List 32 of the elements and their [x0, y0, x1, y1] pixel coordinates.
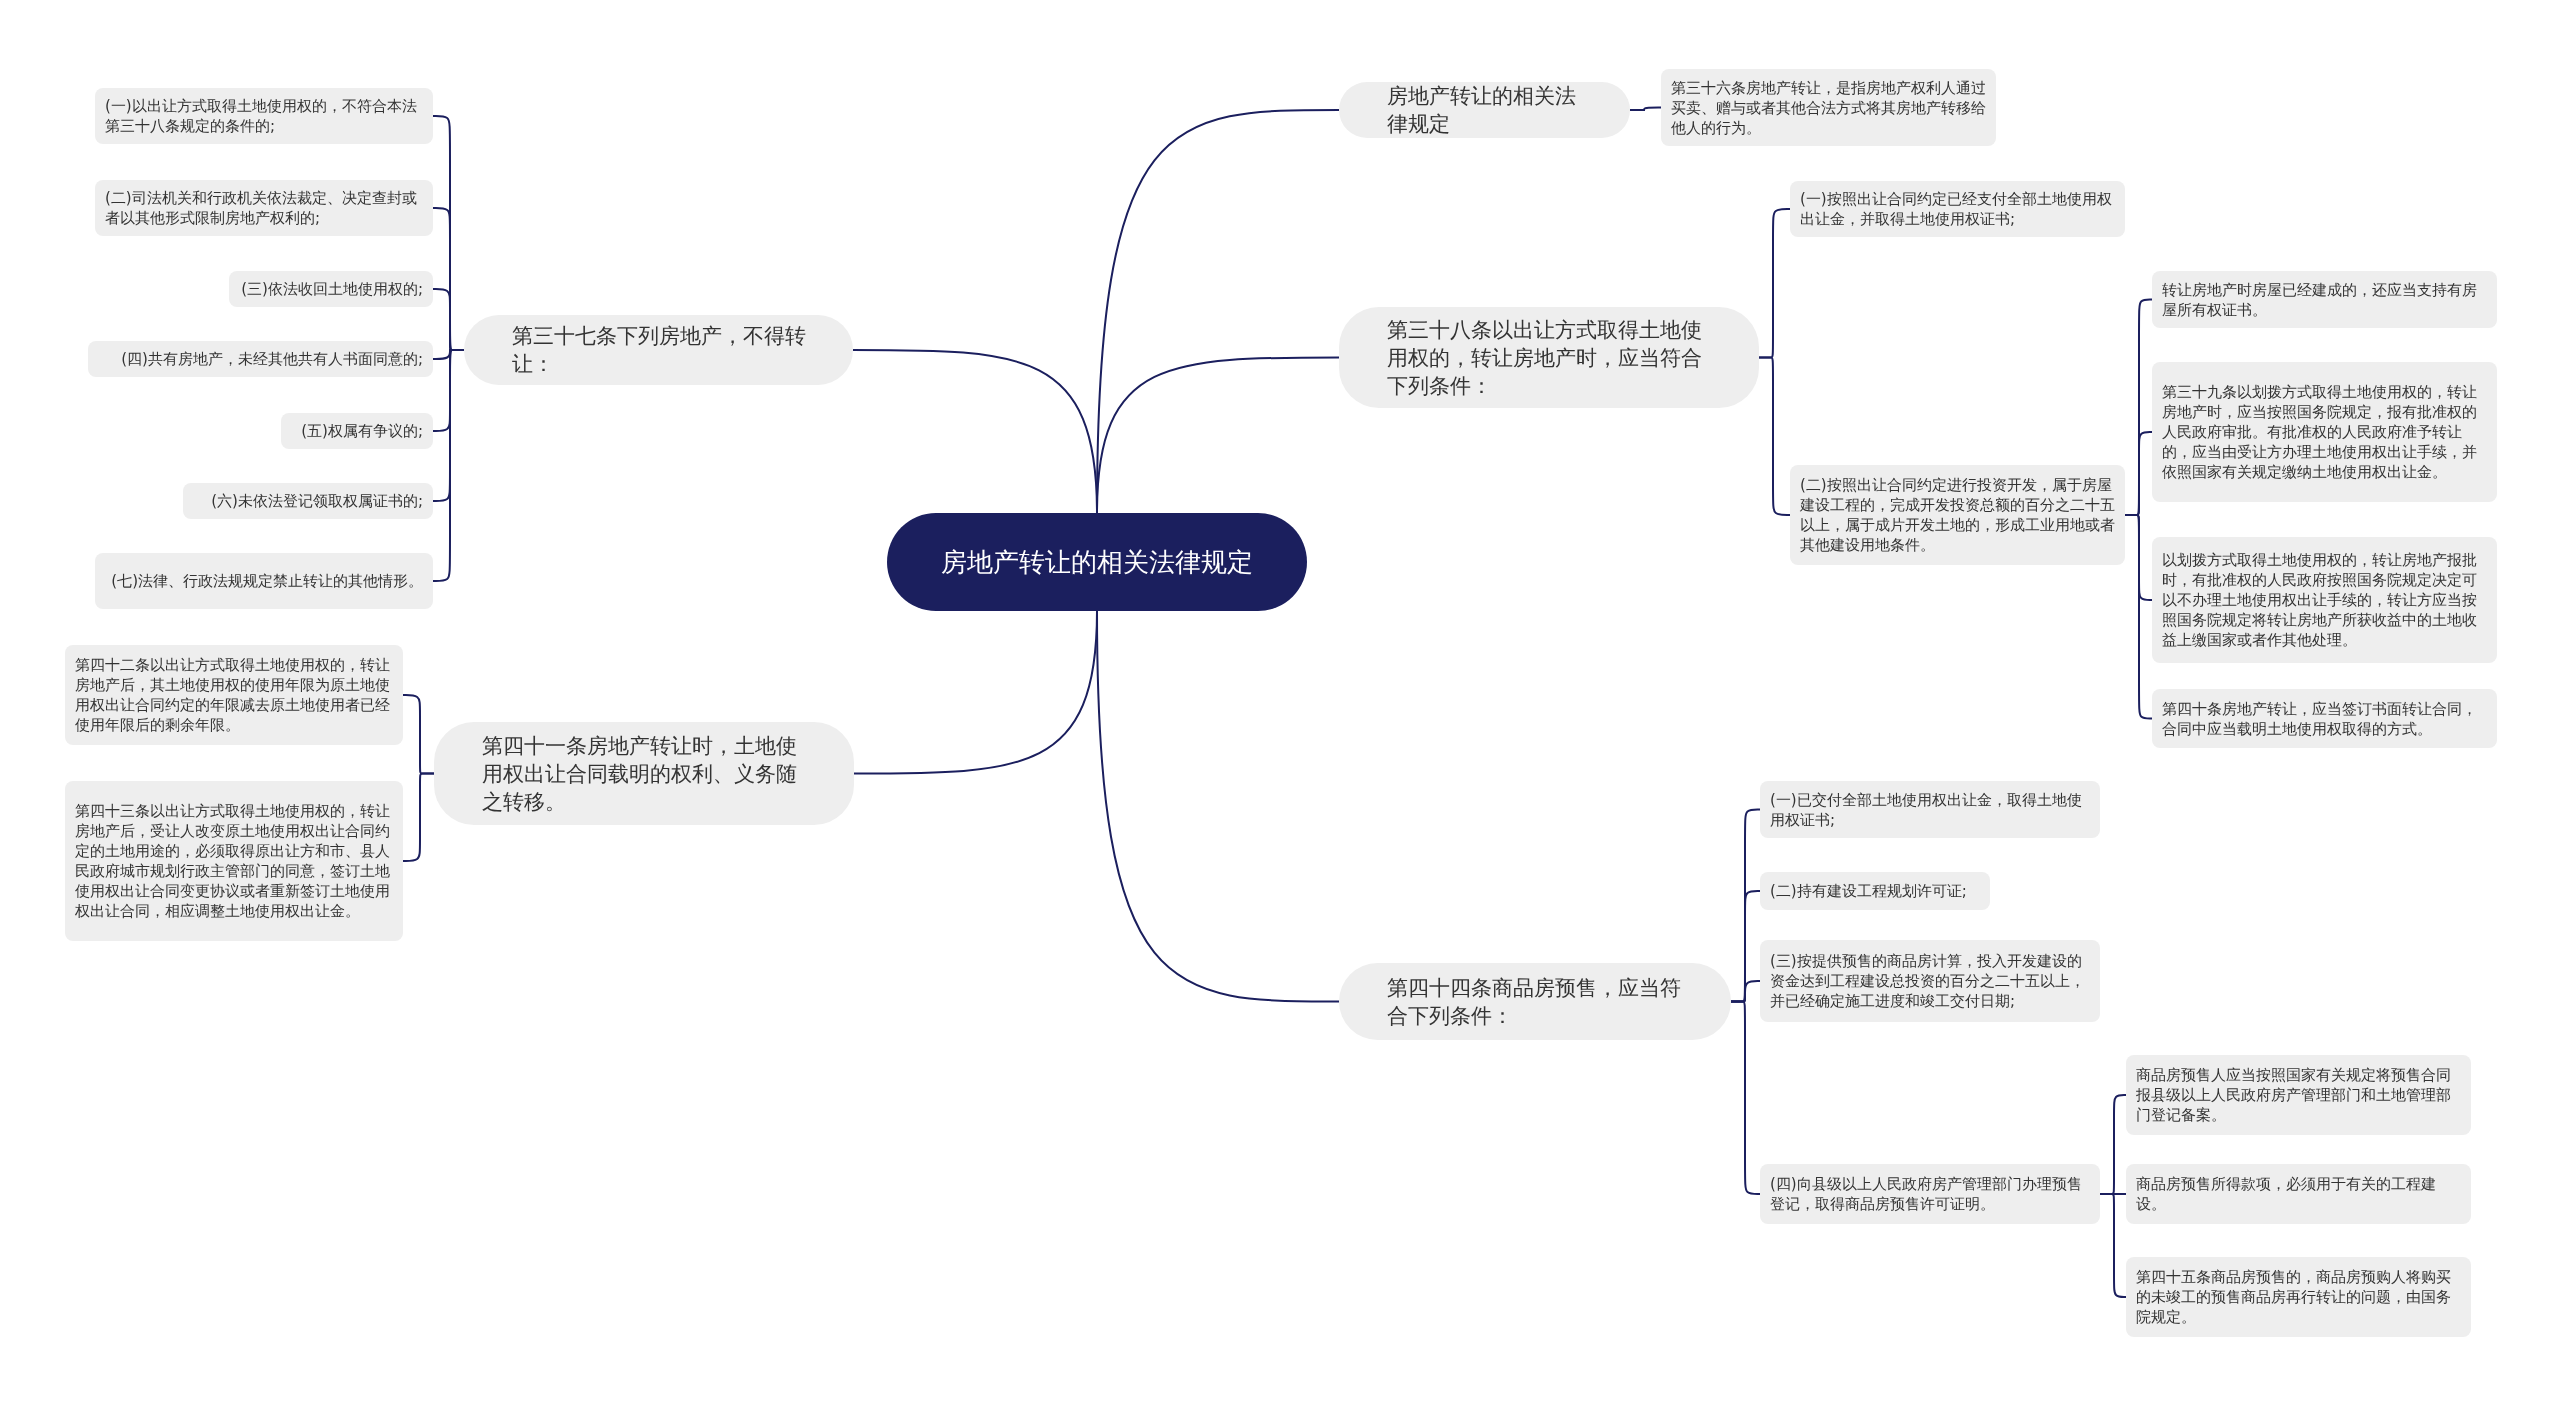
connector-line	[853, 610, 1098, 775]
topic-pill: 第三十七条下列房地产，不得转让：	[464, 315, 853, 385]
note-card: (三)按提供预售的商品房计算，投入开发建设的资金达到工程建设总投资的百分之二十五以上，并已经确定施工进度和竣工交付日期;	[1760, 940, 2100, 1022]
note-card: 第四十条房地产转让，应当签订书面转让合同，合同中应当载明土地使用权取得的方式。	[2152, 689, 2497, 748]
note-card: (六)未依法登记领取权属证书的;	[183, 483, 433, 519]
note-card: (五)权属有争议的;	[281, 413, 433, 449]
note-card: 商品房预售人应当按照国家有关规定将预售合同报县级以上人民政府房产管理部门和土地管理部门登记备案。	[2126, 1055, 2471, 1135]
note-card: (二)持有建设工程规划许可证;	[1760, 872, 1990, 910]
note-card: 第四十二条以出让方式取得土地使用权的，转让房地产后，其土地使用权的使用年限为原土地使用权出让合同约定的年限减去原土地使用者已经使用年限后的剩余年限。	[65, 645, 403, 745]
topic-pill: 第三十八条以出让方式取得土地使用权的，转让房地产时，应当符合下列条件：	[1339, 307, 1759, 408]
note-card: 第三十六条房地产转让，是指房地产权利人通过买卖、赠与或者其他合法方式将其房地产转移给他人的行为。	[1661, 69, 1996, 146]
central-topic: 房地产转让的相关法律规定	[887, 513, 1307, 611]
note-card: (四)共有房地产，未经其他共有人书面同意的;	[88, 341, 433, 377]
note-card: 第四十五条商品房预售的，商品房预购人将购买的未竣工的预售商品房再行转让的问题，由国务院规定。	[2126, 1257, 2471, 1337]
note-card: 第四十三条以出让方式取得土地使用权的，转让房地产后，受让人改变原土地使用权出让合同约定的土地用途的，必须取得原出让方和市、县人民政府城市规划行政主管部门的同意，签订土地使用权出让合同变更协议或者重新签订土地使用权出让合同，相应调整土地使用权出让金。	[65, 781, 403, 941]
note-card: (一)按照出让合同约定已经支付全部土地使用权出让金，并取得土地使用权证书;	[1790, 181, 2125, 237]
note-card: 以划拨方式取得土地使用权的，转让房地产报批时，有批准权的人民政府按照国务院规定决定可以不办理土地使用权出让手续的，转让方应当按照国务院规定将转让房地产所获收益中的土地收益上缴国家或者作其他处理。	[2152, 537, 2497, 663]
note-card: (一)已交付全部土地使用权出让金，取得土地使用权证书;	[1760, 781, 2100, 838]
note-card: (一)以出让方式取得土地使用权的，不符合本法第三十八条规定的条件的;	[95, 88, 433, 144]
note-card: 转让房地产时房屋已经建成的，还应当支持有房屋所有权证书。	[2152, 271, 2497, 328]
topic-pill: 第四十四条商品房预售，应当符合下列条件：	[1339, 963, 1731, 1040]
note-card: 第三十九条以划拨方式取得土地使用权的，转让房地产时，应当按照国务院规定，报有批准权的人民政府审批。有批准权的人民政府准予转让的，应当由受让方办理土地使用权出让手续，并依照国家有关规定缴纳土地使用权出让金。	[2152, 362, 2497, 502]
connector-line	[1629, 106, 1662, 111]
connector-line	[2099, 1193, 2127, 1298]
note-card: (四)向县级以上人民政府房产管理部门办理预售登记，取得商品房预售许可证明。	[1760, 1164, 2100, 1224]
topic-pill: 第四十一条房地产转让时，土地使用权出让合同载明的权利、义务随之转移。	[434, 722, 854, 825]
topic-pill: 房地产转让的相关法律规定	[1339, 82, 1630, 138]
note-card: 商品房预售所得款项，必须用于有关的工程建设。	[2126, 1164, 2471, 1224]
note-card: (三)依法收回土地使用权的;	[229, 271, 433, 307]
note-card: (二)司法机关和行政机关依法裁定、决定查封或者以其他形式限制房地产权利的;	[95, 180, 433, 236]
note-card: (七)法律、行政法规规定禁止转让的其他情形。	[95, 553, 433, 609]
note-card: (二)按照出让合同约定进行投资开发，属于房屋建设工程的，完成开发投资总额的百分之二十五以上，属于成片开发土地的，形成工业用地或者其他建设用地条件。	[1790, 465, 2125, 565]
